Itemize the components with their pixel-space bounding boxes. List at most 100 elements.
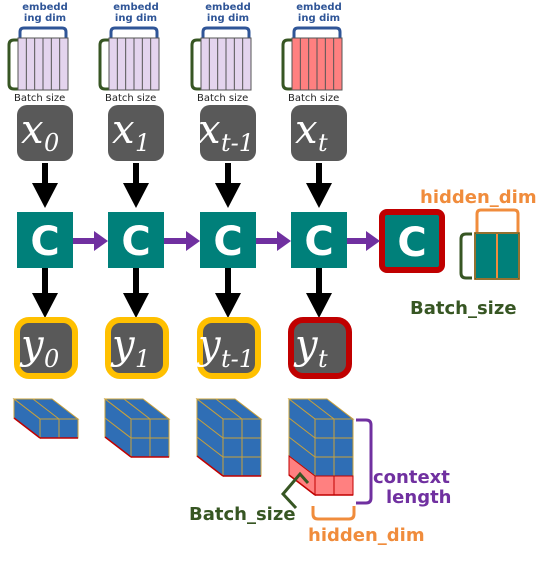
- input-box: [291, 105, 347, 161]
- output-tensor-0: [12, 397, 80, 440]
- output-subscript: 1: [135, 345, 150, 373]
- cube-cell: [222, 418, 243, 439]
- output-symbol: y: [196, 322, 222, 368]
- cube-cell: [314, 418, 335, 439]
- arrow-head: [215, 183, 241, 208]
- cube-cell: [149, 418, 170, 439]
- output-box: [197, 317, 261, 379]
- input-arrows: [32, 163, 332, 208]
- embed-dim-label: embedd: [205, 2, 250, 13]
- cell-box: [291, 212, 347, 268]
- cube-grid-line: [196, 417, 224, 439]
- embed-dim-label: embedd: [113, 2, 158, 13]
- cube-cell: [333, 418, 354, 439]
- arrow-head: [215, 293, 241, 318]
- input-symbol: x: [198, 107, 221, 153]
- cube-cell: [314, 437, 335, 458]
- cube-edge: [104, 436, 132, 458]
- input-subscript: t: [318, 129, 328, 157]
- cube-grid-line: [123, 398, 151, 420]
- output-symbol: y: [110, 322, 136, 368]
- output-symbol: y: [293, 322, 319, 368]
- embed-dim-label: ing dim: [115, 13, 157, 24]
- input-symbol: x: [295, 107, 318, 153]
- input-symbol: x: [21, 107, 44, 153]
- cell-next: C: [379, 209, 445, 273]
- cube-cell: [222, 437, 243, 458]
- cube-cell: [314, 475, 335, 496]
- input-symbol: x: [112, 107, 135, 153]
- output-tensors: [12, 397, 355, 497]
- cube-cell: [241, 437, 262, 458]
- arrow-head: [32, 183, 58, 208]
- arrow-head: [123, 293, 149, 318]
- context-length-label-line2: length: [386, 487, 452, 508]
- cube-grid-line: [215, 398, 243, 420]
- cube-grid-line: [104, 417, 132, 439]
- output-tensor-annotation: context length Batch_size hidden_dim: [189, 418, 452, 546]
- cube-cell: [314, 456, 335, 477]
- cube-grid-line: [307, 398, 335, 420]
- output-tensor-3: [287, 397, 355, 497]
- input-box: [200, 105, 256, 161]
- cube-cell: [39, 418, 60, 439]
- output-tensor-1: [103, 397, 171, 459]
- cube-edge: [13, 417, 41, 439]
- tensor-batch-size-label: Batch_size: [189, 504, 296, 525]
- h-arrow-head: [94, 231, 108, 251]
- output-box: [14, 317, 78, 379]
- embed-dim-label: embedd: [296, 2, 341, 13]
- cube-cell: [333, 475, 354, 496]
- arrow-head: [306, 293, 332, 318]
- cube-cell: [130, 437, 151, 458]
- output-box: [105, 317, 169, 379]
- arrow-head: [306, 183, 332, 208]
- cell-box: [200, 212, 256, 268]
- input-subscript: 0: [44, 129, 59, 157]
- cube-grid-line: [32, 398, 60, 420]
- input-subscript: t-1: [221, 129, 254, 157]
- cell-box: [108, 212, 164, 268]
- cell-letter: C: [213, 219, 242, 265]
- cube-grid-line: [288, 436, 316, 458]
- cube-cell: [241, 418, 262, 439]
- embed-dim-bracket: [201, 26, 251, 40]
- cube-cell: [241, 456, 262, 477]
- cube-cell: [149, 437, 170, 458]
- hidden-dim-label: hidden_dim: [420, 187, 537, 208]
- cell-letter: C: [121, 219, 150, 265]
- h-arrow-head: [186, 231, 200, 251]
- output-subscript: t: [318, 345, 328, 373]
- cell-0: C: [17, 212, 73, 268]
- cube-edge: [196, 455, 224, 477]
- embed-dim-label: ing dim: [298, 13, 340, 24]
- cube-cell: [58, 418, 79, 439]
- context-length-label-line1: context: [373, 467, 450, 488]
- cube-cell: [333, 437, 354, 458]
- embed-dim-label: ing dim: [207, 13, 249, 24]
- batch-size-label: Batch size: [105, 93, 156, 104]
- embed-dim-label: ing dim: [24, 13, 66, 24]
- cube-cell: [333, 456, 354, 477]
- batch-size-bracket: [190, 38, 203, 91]
- output-arrows: [32, 268, 332, 318]
- embed-dim-bracket: [18, 26, 68, 40]
- embed-dim-label: embedd: [22, 2, 67, 13]
- cube-grid-line: [196, 436, 224, 458]
- cube-grid-line: [288, 417, 316, 439]
- h-arrow-head: [277, 231, 291, 251]
- output-subscript: t-1: [221, 345, 254, 373]
